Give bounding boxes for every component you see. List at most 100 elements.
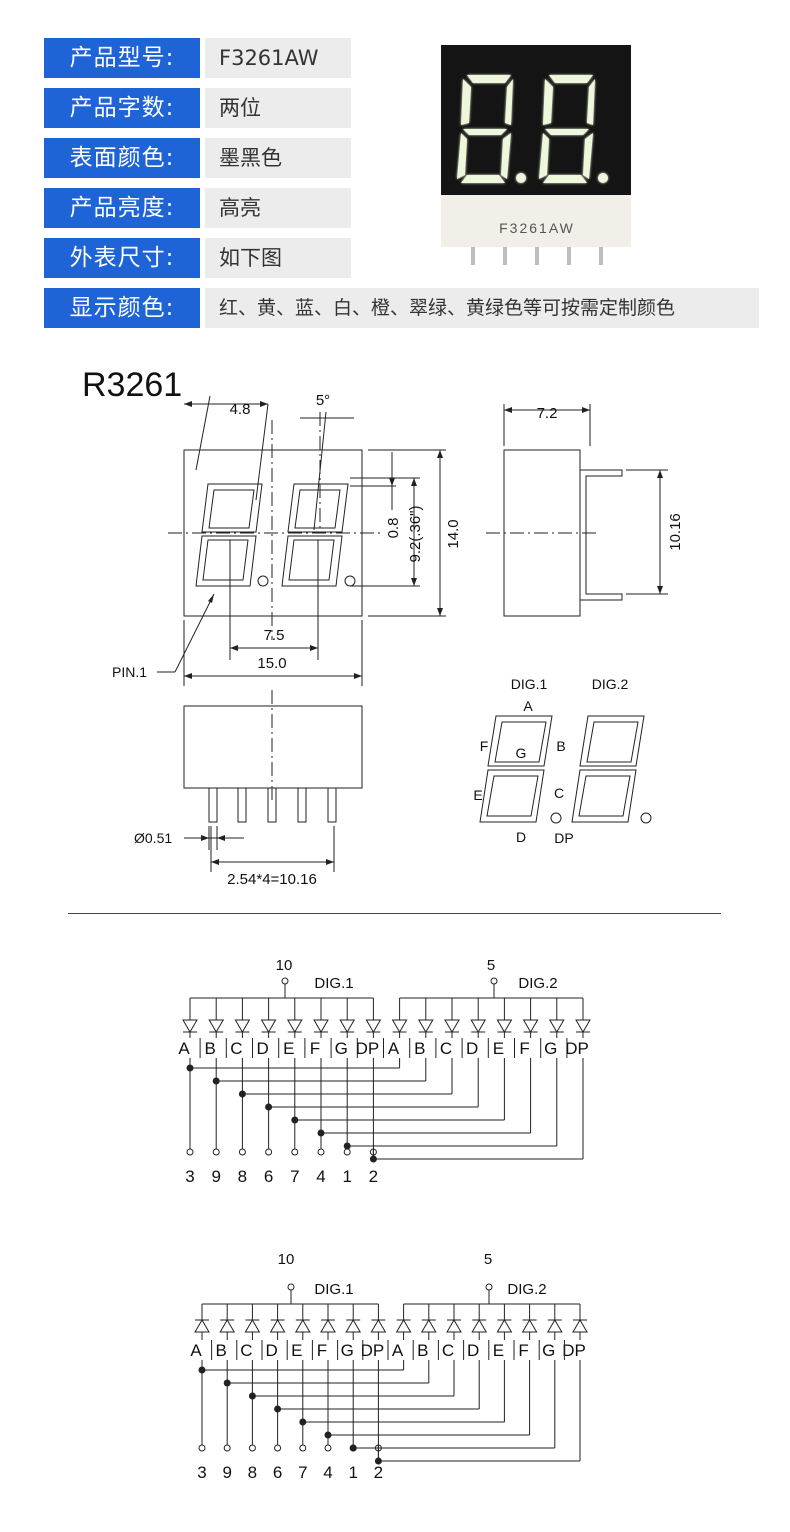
diode-icon <box>313 1019 329 1033</box>
common-pin-1: 10 <box>278 1251 295 1268</box>
spec-label: 产品型号: <box>44 38 200 78</box>
segment-label: B <box>414 1039 425 1058</box>
pin-terminal-icon <box>212 1148 220 1156</box>
pin-number: 4 <box>316 1167 325 1186</box>
segment-label: A <box>190 1341 202 1360</box>
junction-dot <box>186 1064 194 1072</box>
diode-icon <box>320 1319 336 1333</box>
led-display-photo: F3261AW <box>441 45 631 265</box>
segment-label: E <box>493 1341 504 1360</box>
segment-label: G <box>542 1341 555 1360</box>
diode-icon <box>521 1319 538 1333</box>
dig2-label: DIG.2 <box>507 1281 546 1298</box>
segment-label: D <box>467 1341 479 1360</box>
segment-label: DP <box>565 1039 589 1058</box>
junction-dot <box>324 1431 332 1439</box>
dig1-label: DIG.1 <box>511 676 548 692</box>
diode-icon <box>391 1019 408 1033</box>
diode-icon <box>370 1319 387 1333</box>
diode-icon <box>572 1319 588 1333</box>
dim-side-width: 7.2 <box>537 405 558 422</box>
diode-icon <box>444 1019 460 1033</box>
junction-dot <box>198 1366 206 1374</box>
diode-icon <box>345 1319 362 1333</box>
junction-dot <box>212 1077 220 1085</box>
segment-label: F <box>519 1039 529 1058</box>
diode-icon <box>194 1319 210 1333</box>
segment-label: D <box>265 1341 277 1360</box>
junction-dot <box>299 1418 307 1426</box>
segment-label: F <box>317 1341 327 1360</box>
junction-dot <box>343 1142 351 1150</box>
segment-label: C <box>440 1039 452 1058</box>
diode-icon <box>420 1319 437 1333</box>
segment-label: DP <box>562 1341 586 1360</box>
seg-f-label: F <box>480 738 489 754</box>
pin-number: 3 <box>197 1463 206 1482</box>
segment-label: C <box>442 1341 454 1360</box>
diode-icon <box>260 1019 277 1033</box>
common-pin-2: 5 <box>484 1251 492 1268</box>
diode-icon <box>546 1319 563 1333</box>
junction-dot <box>223 1379 231 1387</box>
diode-icon <box>470 1019 487 1033</box>
diode-icon <box>234 1019 251 1033</box>
pin-terminal-icon <box>374 1444 382 1452</box>
spec-label: 显示颜色: <box>44 288 200 328</box>
pin-terminal-icon <box>274 1444 282 1452</box>
segment-label: B <box>417 1341 428 1360</box>
junction-dot <box>265 1103 273 1111</box>
pin-number: 8 <box>238 1167 247 1186</box>
segment-label: G <box>544 1039 557 1058</box>
pin-terminal-icon <box>349 1444 357 1452</box>
pin-number: 1 <box>348 1463 357 1482</box>
dim-seg-width: 0.8 <box>385 518 402 539</box>
segment-label: A <box>388 1039 400 1058</box>
pin-number: 6 <box>264 1167 273 1186</box>
segment-label: F <box>518 1341 528 1360</box>
segment-label: DP <box>356 1039 380 1058</box>
pin1-label: PIN.1 <box>112 664 147 680</box>
pin-number: 8 <box>248 1463 257 1482</box>
diode-icon <box>522 1019 539 1033</box>
pin-terminal-icon <box>343 1148 351 1156</box>
spec-value: 两位 <box>205 88 351 128</box>
segment-label: A <box>392 1341 404 1360</box>
dim-angle: 5° <box>316 392 330 409</box>
diode-icon <box>496 1019 513 1033</box>
spec-label: 表面颜色: <box>44 138 200 178</box>
seg-dp-label: DP <box>554 830 573 846</box>
segment-label: D <box>256 1039 268 1058</box>
pin-number: 1 <box>342 1167 351 1186</box>
junction-dot <box>374 1457 382 1465</box>
seg-c-label: C <box>554 785 564 801</box>
dimension-drawing: 4.8 5° 7.2 0.8 9.2(.36") 14.0 10.16 7.5 … <box>112 392 684 888</box>
pin-number: 3 <box>185 1167 194 1186</box>
diode-icon <box>219 1319 236 1333</box>
pin-terminal-icon <box>299 1444 307 1452</box>
pin-spacing: 2.54*4=10.16 <box>227 871 317 888</box>
seg-b-label: B <box>556 738 565 754</box>
diode-icon <box>365 1019 382 1033</box>
segment-label: E <box>283 1039 294 1058</box>
spec-value: 红、黄、蓝、白、橙、翠绿、黄绿色等可按需定制颜色 <box>205 288 759 328</box>
drawing-title: R3261 <box>82 366 183 404</box>
segment-label: G <box>335 1039 348 1058</box>
junction-dot <box>349 1444 357 1452</box>
segment-label: A <box>178 1039 190 1058</box>
dim-char-height: 9.2(.36") <box>407 505 424 562</box>
segment-label: G <box>341 1341 354 1360</box>
junction-dot <box>238 1090 246 1098</box>
pin-terminal-icon <box>186 1148 194 1156</box>
pin-number: 4 <box>323 1463 332 1482</box>
diode-icon <box>269 1319 286 1333</box>
diode-icon <box>446 1319 462 1333</box>
spec-value: 墨黑色 <box>205 138 351 178</box>
segment-label: DP <box>361 1341 385 1360</box>
diode-icon <box>575 1019 591 1033</box>
pin-terminal-icon <box>369 1148 377 1156</box>
dig1-label: DIG.1 <box>314 975 353 992</box>
dim-pitch: 4.8 <box>230 401 251 418</box>
diode-icon <box>208 1019 225 1033</box>
